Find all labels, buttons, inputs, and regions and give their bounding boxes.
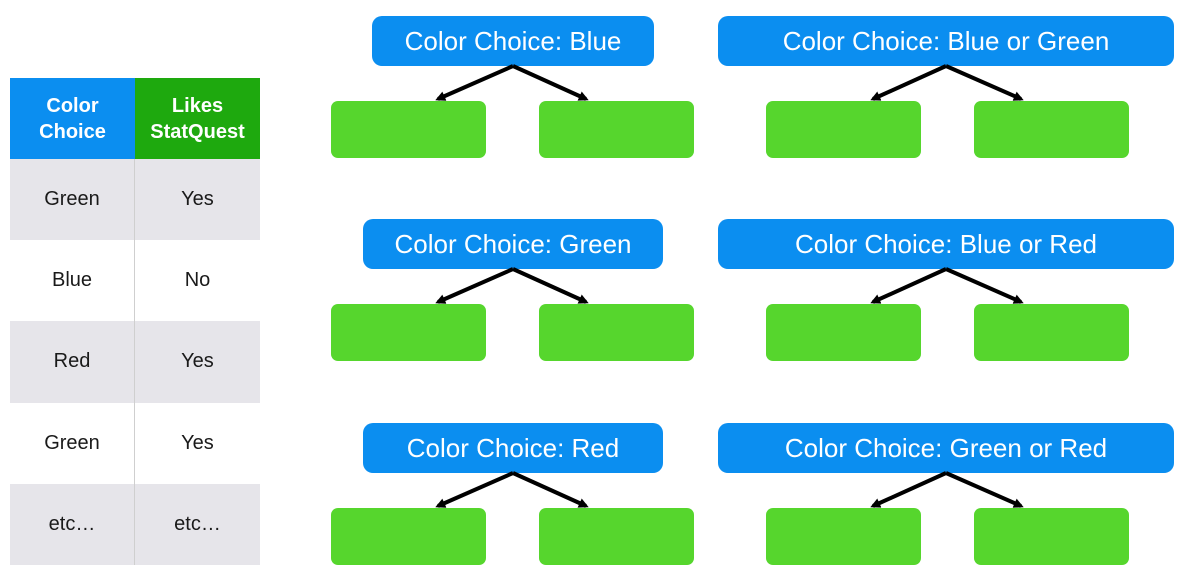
left-leaf <box>766 508 921 565</box>
left-arrow <box>435 471 514 508</box>
stump-blue-or-green: Color Choice: Blue or Green <box>716 16 1176 161</box>
stump-blue: Color Choice: Blue <box>283 16 743 161</box>
table-cell-color: Green <box>10 159 135 241</box>
left-leaf <box>331 508 486 565</box>
stump-root-label: Color Choice: Green or Red <box>718 423 1174 473</box>
right-leaf <box>974 101 1129 158</box>
stump-root-label: Color Choice: Blue or Red <box>718 219 1174 269</box>
color-choice-table: Color Choice Likes StatQuest Green Yes B… <box>10 78 260 565</box>
header-likes-statquest: Likes StatQuest <box>135 78 260 159</box>
split-arrows <box>435 64 589 101</box>
table-cell-likes: Yes <box>135 321 260 403</box>
table-cell-likes: Yes <box>135 159 260 241</box>
stump-root-label: Color Choice: Red <box>363 423 663 473</box>
right-arrow <box>945 267 1024 304</box>
left-leaf <box>331 101 486 158</box>
table-cell-likes: Yes <box>135 402 260 484</box>
stump-root-label: Color Choice: Blue <box>372 16 654 66</box>
left-arrow <box>435 64 514 101</box>
split-arrows <box>870 64 1024 101</box>
stump-red: Color Choice: Red <box>283 423 743 568</box>
left-arrow <box>870 471 947 508</box>
left-leaf <box>766 304 921 361</box>
stump-blue-or-red: Color Choice: Blue or Red <box>716 219 1176 364</box>
table-cell-color: Red <box>10 321 135 403</box>
table-cell-color: etc… <box>10 483 135 565</box>
table-cell-likes: etc… <box>135 483 260 565</box>
table-cell-color: Green <box>10 402 135 484</box>
table-cell-likes: No <box>135 240 260 322</box>
split-arrows <box>435 267 589 304</box>
split-arrows <box>870 267 1024 304</box>
stump-root-label: Color Choice: Blue or Green <box>718 16 1174 66</box>
right-leaf <box>974 304 1129 361</box>
right-arrow <box>512 471 589 508</box>
table-cell-color: Blue <box>10 240 135 322</box>
left-arrow <box>870 64 947 101</box>
split-arrows <box>435 471 589 508</box>
right-arrow <box>512 267 589 304</box>
right-leaf <box>539 508 694 565</box>
right-arrow <box>512 64 589 101</box>
left-arrow <box>435 267 514 304</box>
right-leaf <box>974 508 1129 565</box>
right-leaf <box>539 304 694 361</box>
stump-green: Color Choice: Green <box>283 219 743 364</box>
stump-root-label: Color Choice: Green <box>363 219 663 269</box>
header-color-choice: Color Choice <box>10 78 135 159</box>
right-arrow <box>945 471 1024 508</box>
left-arrow <box>870 267 947 304</box>
stump-green-or-red: Color Choice: Green or Red <box>716 423 1176 568</box>
right-leaf <box>539 101 694 158</box>
split-arrows <box>870 471 1024 508</box>
right-arrow <box>945 64 1024 101</box>
left-leaf <box>331 304 486 361</box>
left-leaf <box>766 101 921 158</box>
